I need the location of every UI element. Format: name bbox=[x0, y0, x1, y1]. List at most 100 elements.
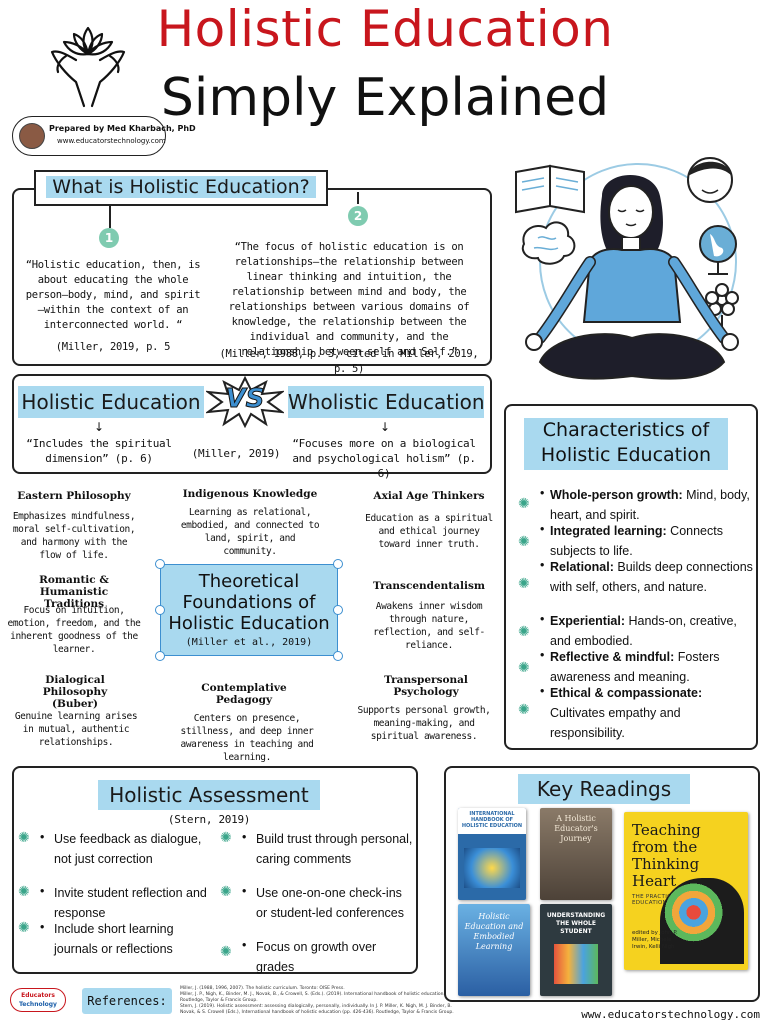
brain-icon bbox=[521, 221, 576, 265]
sparkle-bullet-icon: ✺ bbox=[518, 702, 530, 718]
characteristic-text: Ethical & compassionate: Cultivates empa… bbox=[550, 686, 703, 740]
characteristic-text: Integrated learning: Connects subjects t… bbox=[550, 524, 723, 558]
boy-face-icon bbox=[687, 157, 733, 203]
assessment-title-box: Holistic Assessment bbox=[98, 780, 320, 810]
author-name: Prepared by Med Kharbach, PhD bbox=[49, 124, 196, 133]
reference-line: Miller, J. P., Nigh, K., Binder, M. J., … bbox=[180, 992, 445, 997]
assessment-text: Focus on growth over grades bbox=[256, 940, 377, 974]
sparkle-bullet-icon: ✺ bbox=[220, 884, 232, 900]
characteristics-title-1: Characteristics of bbox=[542, 419, 710, 441]
meditating-woman-illustration bbox=[510, 152, 760, 392]
educators-technology-logo: Educators Technology bbox=[10, 988, 66, 1012]
book-editors: edited by John P. Miller, Michele Irwin,… bbox=[632, 930, 678, 950]
characteristic-text: Whole-person growth: Mind, body, heart, … bbox=[550, 488, 750, 522]
definition-quote-1: “Holistic education, then, is about educ… bbox=[25, 259, 201, 331]
author-website: www.educatorstechnology.com bbox=[57, 137, 166, 145]
foundation-heading-indigenous: Indigenous Knowledge bbox=[182, 488, 318, 500]
definition-cite-2: (Miller, 1988, p. 3, cited in Miller, 20… bbox=[219, 348, 479, 375]
handle-dot bbox=[155, 559, 165, 569]
foundations-title-3: Holistic Education bbox=[168, 613, 330, 634]
assessment-item: ✺ • Include short learning journals or r… bbox=[18, 920, 174, 956]
readings-title-box: Key Readings bbox=[518, 774, 690, 804]
sparkle-bullet-icon: ✺ bbox=[518, 496, 530, 512]
foundation-heading-romantic: Romantic & Humanistic Traditions bbox=[39, 574, 109, 610]
reference-line: Novak, & S. Crowell (Eds.), Internationa… bbox=[180, 1010, 454, 1015]
foundation-text-indigenous: Learning as relational, embodied, and co… bbox=[180, 507, 320, 557]
foundations-title-1: Theoretical bbox=[198, 571, 300, 592]
connector-line-1 bbox=[109, 206, 111, 228]
foundation-text-contemplative: Centers on presence, stillness, and deep… bbox=[180, 713, 314, 763]
what-is-panel bbox=[12, 188, 492, 366]
characteristics-title-box: Characteristics of Holistic Education bbox=[524, 418, 728, 470]
book-title: A Holistic Educator's Journey bbox=[554, 814, 598, 843]
arrow-right-down: ↓ bbox=[380, 420, 391, 434]
holistic-definition: “Includes the spiritual dimension” (p. 6… bbox=[26, 437, 172, 465]
arrow-left-down: ↓ bbox=[94, 420, 105, 434]
vs-cite: (Miller, 2019) bbox=[191, 447, 281, 460]
open-book-icon bbox=[515, 164, 585, 214]
sparkle-bullet-icon: ✺ bbox=[18, 884, 30, 900]
assessment-list-right: ✺ • Build trust through personal, caring… bbox=[218, 828, 414, 974]
footer-website[interactable]: www.educatorstechnology.com bbox=[581, 1008, 760, 1021]
foundation-heading-dialogical: Dialogical Philosophy (Buber) bbox=[42, 674, 108, 710]
foundation-heading-eastern: Eastern Philosophy bbox=[17, 490, 131, 502]
page-title-line1: Holistic Education bbox=[156, 0, 614, 58]
characteristic-item: ✺ • Ethical & compassionate: Cultivates … bbox=[518, 684, 703, 740]
assessment-item: ✺ • Invite student reflection and respon… bbox=[18, 884, 207, 920]
handle-dot bbox=[333, 651, 343, 661]
assessment-list-left: ✺ • Use feedback as dialogue, not just c… bbox=[16, 828, 216, 956]
what-is-title: What is Holistic Education? bbox=[46, 176, 316, 198]
wholistic-vs-title-wrap: Wholistic Education bbox=[288, 386, 485, 418]
characteristic-item: ✺ • Relational: Builds deep connections … bbox=[518, 558, 753, 594]
author-avatar bbox=[19, 123, 45, 149]
sparkle-bullet-icon: ✺ bbox=[518, 576, 530, 592]
characteristic-item: ✺ • Experiential: Hands-on, creative, an… bbox=[518, 612, 737, 648]
references-label: References: bbox=[87, 994, 167, 1008]
book-title: UNDERSTANDING THE WHOLE STUDENT bbox=[546, 912, 606, 935]
author-badge: Prepared by Med Kharbach, PhD www.educat… bbox=[12, 116, 196, 156]
book-title: Holistic Education and Embodied Learning bbox=[464, 912, 524, 951]
sparkle-bullet-icon: ✺ bbox=[18, 830, 30, 846]
assessment-item: ✺ • Focus on growth over grades bbox=[220, 938, 377, 974]
references-label-box: References: bbox=[82, 988, 172, 1014]
reference-line: Miller, J. (1988, 1996, 2007). The holis… bbox=[180, 986, 345, 991]
wholistic-vs-title: Wholistic Education bbox=[288, 390, 485, 414]
vs-label: VS bbox=[225, 384, 265, 415]
lotus-hands-logo-icon bbox=[36, 10, 140, 110]
book-title: Teaching from the Thinking Heart bbox=[632, 821, 701, 890]
characteristic-text: Reflective & mindful: Fosters awareness … bbox=[550, 650, 720, 684]
foundation-text-romantic: Focus on intuition, emotion, freedom, an… bbox=[7, 605, 141, 655]
references-list: Miller, J. (1988, 1996, 2007). The holis… bbox=[180, 986, 454, 1016]
foundation-text-axial: Education as a spiritual and ethical jou… bbox=[365, 513, 493, 550]
characteristics-title-2: Holistic Education bbox=[540, 444, 712, 466]
book-cover-journey[interactable]: A Holistic Educator's Journey bbox=[540, 808, 612, 900]
logo-line2: Technology bbox=[19, 1001, 57, 1008]
handle-dot bbox=[155, 651, 165, 661]
quote-number-2: 2 bbox=[348, 206, 368, 226]
reference-line: Routledge, Taylor & Francis Group. bbox=[180, 998, 258, 1003]
holistic-vs-title: Holistic Education bbox=[21, 390, 201, 414]
handle-dot bbox=[155, 605, 165, 615]
foundation-heading-transcendentalism: Transcendentalism bbox=[373, 580, 485, 592]
book-title: INTERNATIONAL HANDBOOK OF HOLISTIC EDUCA… bbox=[458, 808, 526, 834]
readings-title: Key Readings bbox=[536, 777, 672, 801]
sparkle-bullet-icon: ✺ bbox=[220, 830, 232, 846]
sparkle-bullet-icon: ✺ bbox=[220, 944, 232, 960]
foundation-heading-contemplative: Contemplative Pedagogy bbox=[201, 682, 287, 706]
quote-number-1: 1 bbox=[99, 228, 119, 248]
book-cover-embodied[interactable]: Holistic Education and Embodied Learning bbox=[458, 904, 530, 996]
foundation-text-transcendentalism: Awakens inner wisdom through nature, ref… bbox=[373, 601, 485, 651]
sparkle-bullet-icon: ✺ bbox=[518, 624, 530, 640]
book-cover-thinking-heart[interactable]: Teaching from the Thinking Heart THE PRA… bbox=[624, 812, 748, 970]
foundation-text-transpersonal: Supports personal growth, meaning-making… bbox=[357, 705, 491, 742]
foundations-cite: (Miller et al., 2019) bbox=[185, 637, 313, 648]
assessment-text: Use feedback as dialogue, not just corre… bbox=[54, 832, 202, 866]
book-cover-handbook[interactable]: INTERNATIONAL HANDBOOK OF HOLISTIC EDUCA… bbox=[458, 808, 526, 900]
characteristic-item: ✺ • Reflective & mindful: Fosters awaren… bbox=[518, 648, 720, 684]
definition-quote-2: “The focus of holistic education is on r… bbox=[228, 241, 470, 358]
assessment-cite: (Stern, 2019) bbox=[167, 813, 251, 826]
book-cover-whole-student[interactable]: UNDERSTANDING THE WHOLE STUDENT bbox=[540, 904, 612, 996]
foundation-heading-axial: Axial Age Thinkers bbox=[373, 490, 485, 502]
reference-line: Stern, J. (2019). Holistic assessment: a… bbox=[180, 1004, 452, 1009]
sparkle-bullet-icon: ✺ bbox=[18, 920, 30, 936]
